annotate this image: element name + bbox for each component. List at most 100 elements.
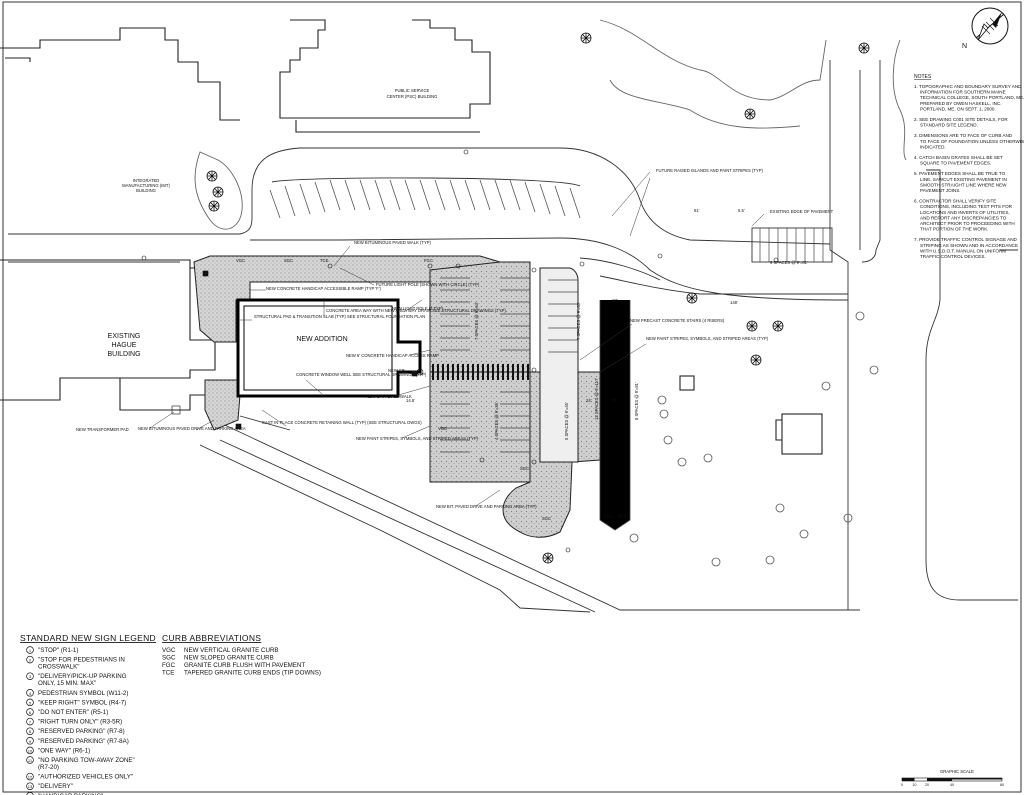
north-arrow [971,7,1009,45]
sign-number: 9 [29,739,32,744]
sign-legend-item: 11"NO PARKING TOW-AWAY ZONE"(R7-20) [26,756,135,771]
sign-legend-item: 13"DELIVERY" [26,782,73,790]
psc-label-line1: PUBLIC SERVICE [395,88,430,93]
tree-icons [206,32,879,567]
dim-13-spaces: 13 SPACES @ 9'=117' [594,378,599,420]
dimension-labels: 9 SPACES @ 9'=81' 7 SPACES @ 9'=63' 7 SP… [406,208,808,440]
curb-legend-item: SGC NEW SLOPED GRANITE CURB [162,655,274,662]
sign-number: 10 [28,748,33,753]
dim-14-5: 14.5' [406,398,415,403]
sign-number: 3 [29,674,32,679]
sign-number: 11 [28,758,33,763]
curb-tag-sgc-4: SGC [604,514,613,519]
sign-legend-item: 14 "HANDICAP PARKING" [26,792,103,795]
sign-text: PEDESTRIAN SYMBOL (W11-2) [38,690,128,697]
dim-7-spaces-b: 7 SPACES @ 9'=63' [576,302,581,340]
new-addition-building [236,298,422,398]
dim-4-spaces: 4 SPACES @ 9'=36' [494,402,499,440]
callout-ha-access-ramp: NEW 6' CONCRETE HANDICAP ACCESS RAMP [346,353,439,358]
sign-text: "STOP" (R1-1) [38,647,78,654]
building-labels: PUBLIC SERVICE CENTER (PSC) BUILDING INT… [107,88,437,358]
sign-number: 8 [29,729,32,734]
sign-text: "HANDICAP PARKING" [38,793,103,795]
new-addition-label: NEW ADDITION [296,336,347,343]
new-paved-areas [193,255,601,538]
curb-description: TAPERED GRANITE CURB ENDS (TIP DOWNS) [184,670,321,677]
dim-5-spaces: 5 SPACES @ 9'=45' [564,402,569,440]
sign-number: 13 [28,784,33,789]
curb-tag-tce-1: TCE [320,258,329,263]
curb-tag-sgc-1: SGC [284,258,293,263]
sign-legend-item: 12"AUTHORIZED VEHICLES ONLY" [26,772,133,781]
dim-8-spaces: 8 SPACES @ 9'=81' [634,382,639,420]
curb-tags: VGC SGC TCE FGC SGC SGC SGC TCE VGC [236,258,627,521]
sign-number: 4 [29,691,32,696]
scale-title: GRAPHIC SCALE [940,769,974,774]
curb-tag-sgc-2: SGC [520,466,529,471]
dim-18: 18' [612,298,618,303]
dim-5-5: 5.5' [738,208,745,213]
imt-label-line1: INTEGRATED [133,178,160,183]
callout-paved-walk: NEW BITUMINOUS PAVED WALK (TYP) [354,240,432,245]
curb-code: SGC [162,655,176,662]
dim-9-spaces: 9 SPACES @ 9'=81' [770,260,808,265]
hague-label-line2: HAGUE [112,342,137,349]
sign-text: "RESERVED PARKING" (R7-8) [38,728,125,735]
sign-legend: STANDARD NEW SIGN LEGEND 1"STOP" (R1-1)2… [20,633,156,795]
callout-bit-drive: NEW BITUMINOUS PAVED DRIVE AND PARKING A… [138,426,246,431]
notes-title: NOTES [914,74,932,80]
curb-legend: CURB ABBREVIATIONS VGC NEW VERTICAL GRANI… [162,633,321,677]
existing-buildings [0,19,823,455]
curb-tag-vgc-1: VGC [236,258,245,263]
dim-61: 61' [694,208,700,213]
curb-legend-title: CURB ABBREVIATIONS [162,633,261,643]
callout-new-cb: NEW CB [388,368,405,373]
sign-legend-item: 9 "RESERVED PARKING" (R7-8A) [26,737,129,745]
sign-number: 1 [29,648,32,653]
callout-edge-of-pavement: EXISTING EDGE OF PAVEMENT [770,209,834,214]
callout-retaining-wall: CAST IN PLACE CONCRETE RETAINING WALL (T… [262,420,422,425]
curb-description: GRANITE CURB FLUSH WITH PAVEMENT [184,662,305,669]
hague-label-line3: BUILDING [107,351,140,358]
dim-148: 148' [730,300,738,305]
sign-legend-item: 5"KEEP RIGHT" SYMBOL (R4-7) [26,698,126,706]
callout-future-islands: FUTURE RAISED ISLANDS AND PAINT STRIPES … [656,168,763,173]
scale-bar-segment [927,778,952,781]
imt-label-line3: BUILDING [136,188,156,193]
callout-paint-stripes-b: NEW PAINT STRIPES, SYMBOLS, AND STRIPED … [646,336,769,341]
callout-future-light-pole: FUTURE LIGHT POLE (SHOWN WITH CIRCLE) (T… [376,282,480,287]
scale-bar-segment [902,778,915,781]
curb-tag-tce-2: TCE [618,514,627,519]
callout-labels: NEW BITUMINOUS PAVED WALK (TYP) NEW CONC… [76,168,834,509]
curb-description: NEW SLOPED GRANITE CURB [184,655,274,662]
sign-text: "DO NOT ENTER" (R5-1) [38,709,108,716]
dim-20: 20' [612,398,618,403]
sign-legend-item: 1 "STOP" (R1-1) [26,646,78,654]
psc-label-line2: CENTER (PSC) BUILDING [387,94,438,99]
sign-text: "RESERVED PARKING" (R7-8A) [38,738,129,745]
leader-lines [149,171,765,507]
curb-legend-item: VGC NEW VERTICAL GRANITE CURB [162,647,279,654]
sign-text: "ONE WAY" (R6-1) [38,747,90,754]
callout-area-way: CONCRETE AREA WAY WITH NEW AREA WAY DRAI… [326,308,506,313]
callout-paint-stripes-a: NEW PAINT STRIPES, SYMBOLS, AND STRIPED … [356,436,479,441]
callout-new-light-pole: NEW LIGHT POLE (3 TYP) [392,306,444,311]
scale-bar-segment [952,778,1002,780]
curb-tag-vgc-2: VGC [438,426,447,431]
sign-number: 2 [29,658,32,663]
sign-number: 14 [28,794,33,795]
curb-description: NEW VERTICAL GRANITE CURB [184,647,279,654]
scale-tick-label: 20 [925,783,929,787]
callout-structural-pad: STRUCTURAL PAD & TRANSITION SLAB (TYP) S… [254,314,425,319]
scale-tick-label: 10 [913,783,917,787]
curb-code: VGC [162,647,176,654]
